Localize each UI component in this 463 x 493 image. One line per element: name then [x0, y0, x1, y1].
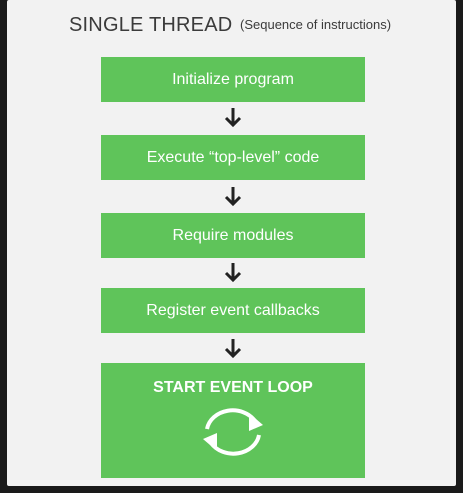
diagram-subtitle: (Sequence of instructions)	[240, 17, 392, 32]
down-arrow-icon	[224, 339, 242, 359]
event-loop-label: START EVENT LOOP	[153, 379, 313, 396]
down-arrow-icon	[224, 108, 242, 128]
step-initialize-program: Initialize program	[101, 57, 365, 102]
down-arrow-icon	[224, 263, 242, 283]
step-label: Execute “top-level” code	[146, 148, 320, 166]
step-require-modules: Require modules	[101, 213, 365, 258]
step-execute-top-level-code: Execute “top-level” code	[101, 135, 365, 180]
diagram-title: SINGLE THREAD	[69, 14, 233, 36]
refresh-cycle-icon	[203, 408, 263, 456]
step-label: Register event callbacks	[146, 301, 320, 319]
step-register-event-callbacks: Register event callbacks	[101, 288, 365, 333]
step-label: Require modules	[172, 226, 294, 244]
step-label: Initialize program	[172, 70, 294, 88]
step-start-event-loop: START EVENT LOOP	[101, 363, 365, 478]
down-arrow-icon	[224, 187, 242, 207]
